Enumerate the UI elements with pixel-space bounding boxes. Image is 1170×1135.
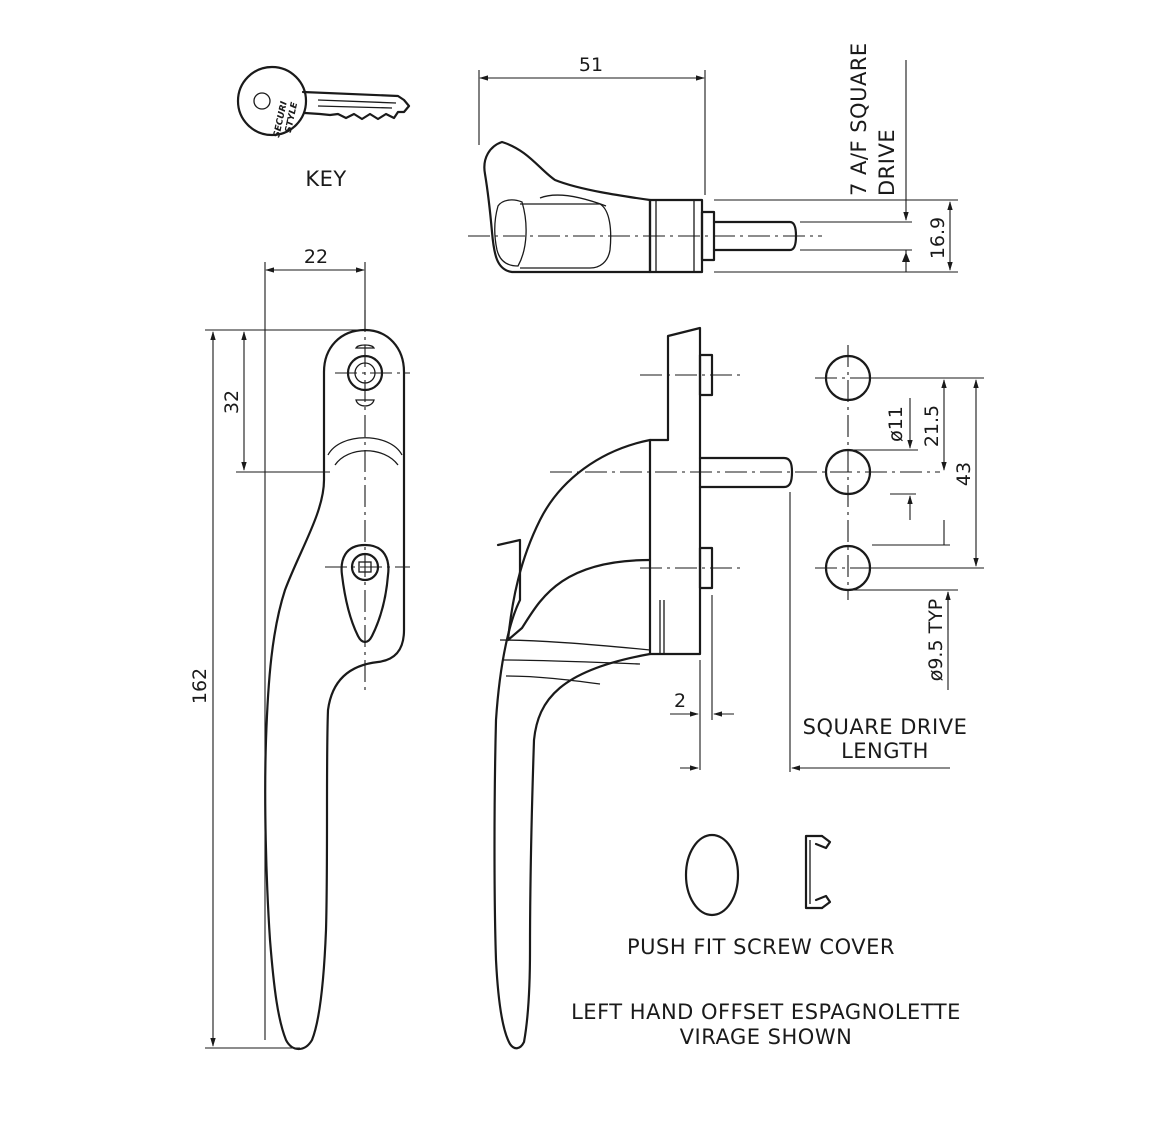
side-view-drawing — [493, 326, 940, 1050]
dimension-22: 22 — [264, 246, 366, 1040]
square-drive-line2: DRIVE — [875, 129, 899, 196]
caption: LEFT HAND OFFSET ESPAGNOLETTE VIRAGE SHO… — [571, 1000, 961, 1049]
dimension-162: 162 — [189, 329, 330, 1049]
dim-16-9-value: 16.9 — [927, 217, 949, 259]
dim-43-value: 43 — [953, 462, 975, 486]
square-drive-line1: 7 A/F SQUARE — [847, 42, 871, 196]
dim-2-value: 2 — [674, 690, 686, 712]
screw-cover-label: PUSH FIT SCREW COVER — [627, 935, 895, 959]
dim-21-5-value: 21.5 — [921, 405, 943, 447]
dimension-21-5: 21.5 — [872, 377, 984, 546]
key-drawing: SECURI STYLE KEY — [236, 65, 411, 191]
square-drive-length-line1: SQUARE DRIVE — [803, 715, 968, 739]
dim-11-value: ø11 — [885, 406, 907, 442]
square-drive-label: 7 A/F SQUARE DRIVE — [800, 42, 912, 272]
screw-cover-drawing: PUSH FIT SCREW COVER — [627, 833, 895, 959]
key-label: KEY — [305, 167, 346, 191]
dim-9-5-value: ø9.5 TYP — [925, 599, 947, 682]
dimension-11: ø11 — [848, 398, 918, 520]
dimension-43: 43 — [872, 379, 984, 569]
dim-22-value: 22 — [304, 246, 328, 268]
caption-line2: VIRAGE SHOWN — [680, 1025, 853, 1049]
dim-162-value: 162 — [189, 668, 211, 704]
dimension-2: 2 — [670, 595, 734, 770]
dimension-16-9: 16.9 — [714, 199, 958, 273]
front-view-drawing — [264, 310, 410, 1051]
dimension-51: 51 — [478, 54, 706, 195]
dimension-32: 32 — [221, 329, 360, 473]
dimension-9-5: ø9.5 TYP — [848, 589, 958, 690]
square-drive-length-line2: LENGTH — [841, 739, 929, 763]
caption-line1: LEFT HAND OFFSET ESPAGNOLETTE — [571, 1000, 961, 1024]
top-view-drawing — [468, 140, 822, 274]
dim-51-value: 51 — [579, 54, 603, 76]
dimension-square-drive-length: SQUARE DRIVE LENGTH — [680, 492, 967, 772]
dim-32-value: 32 — [221, 390, 243, 414]
